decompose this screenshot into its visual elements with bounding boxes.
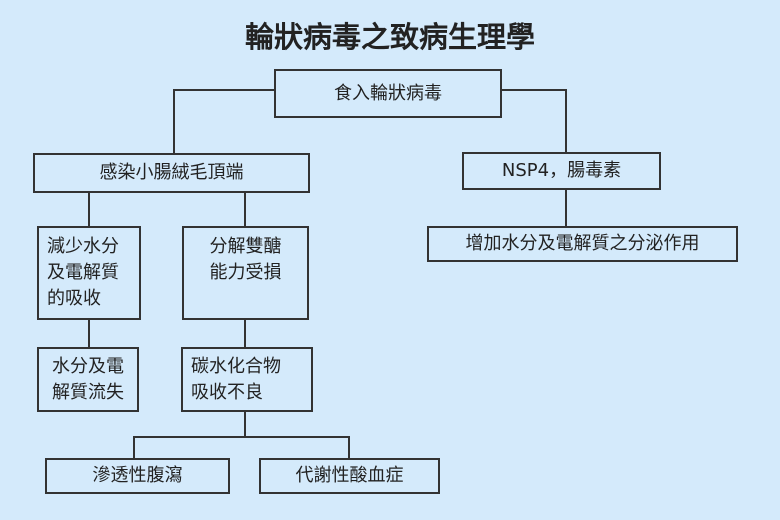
node-carb-line1: 碳水化合物 <box>191 355 281 377</box>
node-absorption-line1: 減少水分 <box>47 236 119 257</box>
node-infection-label: 感染小腸絨毛頂端 <box>99 162 244 183</box>
node-root-label: 食入輪狀病毒 <box>334 82 442 104</box>
node-root: 食入輪狀病毒 <box>274 69 502 118</box>
connector-root-nsp4 <box>502 89 567 152</box>
node-enzyme-line1: 分解雙醣 <box>209 236 282 257</box>
node-secretion: 增加水分及電解質之分泌作用 <box>427 226 738 262</box>
node-absorption-line2: 及電解質 <box>47 262 119 283</box>
node-diarrhea: 滲透性腹瀉 <box>45 458 230 494</box>
node-absorption-line3: 的吸收 <box>47 288 101 309</box>
node-loss: 水分及電 解質流失 <box>37 347 139 412</box>
node-enzyme: 分解雙醣 能力受損 <box>182 226 309 320</box>
node-carb: 碳水化合物 吸收不良 <box>181 347 313 412</box>
node-nsp4-label: NSP4，腸毒素 <box>501 160 622 181</box>
node-secretion-label: 增加水分及電解質之分泌作用 <box>465 233 700 254</box>
node-carb-line2: 吸收不良 <box>191 381 263 403</box>
diagram-title: 輪狀病毒之致病生理學 <box>244 20 535 54</box>
node-acidosis-label: 代謝性酸血症 <box>295 465 404 486</box>
node-absorption: 減少水分 及電解質 的吸收 <box>37 226 141 320</box>
node-loss-line2: 解質流失 <box>52 381 124 403</box>
connector-outcomes-bar <box>133 436 350 458</box>
node-loss-line1: 水分及電 <box>52 355 124 377</box>
node-infection: 感染小腸絨毛頂端 <box>33 153 310 193</box>
node-diarrhea-label: 滲透性腹瀉 <box>92 465 183 486</box>
node-nsp4: NSP4，腸毒素 <box>462 152 661 190</box>
node-enzyme-line2: 能力受損 <box>209 262 282 283</box>
node-acidosis: 代謝性酸血症 <box>259 458 440 494</box>
connector-root-infection <box>173 89 274 153</box>
